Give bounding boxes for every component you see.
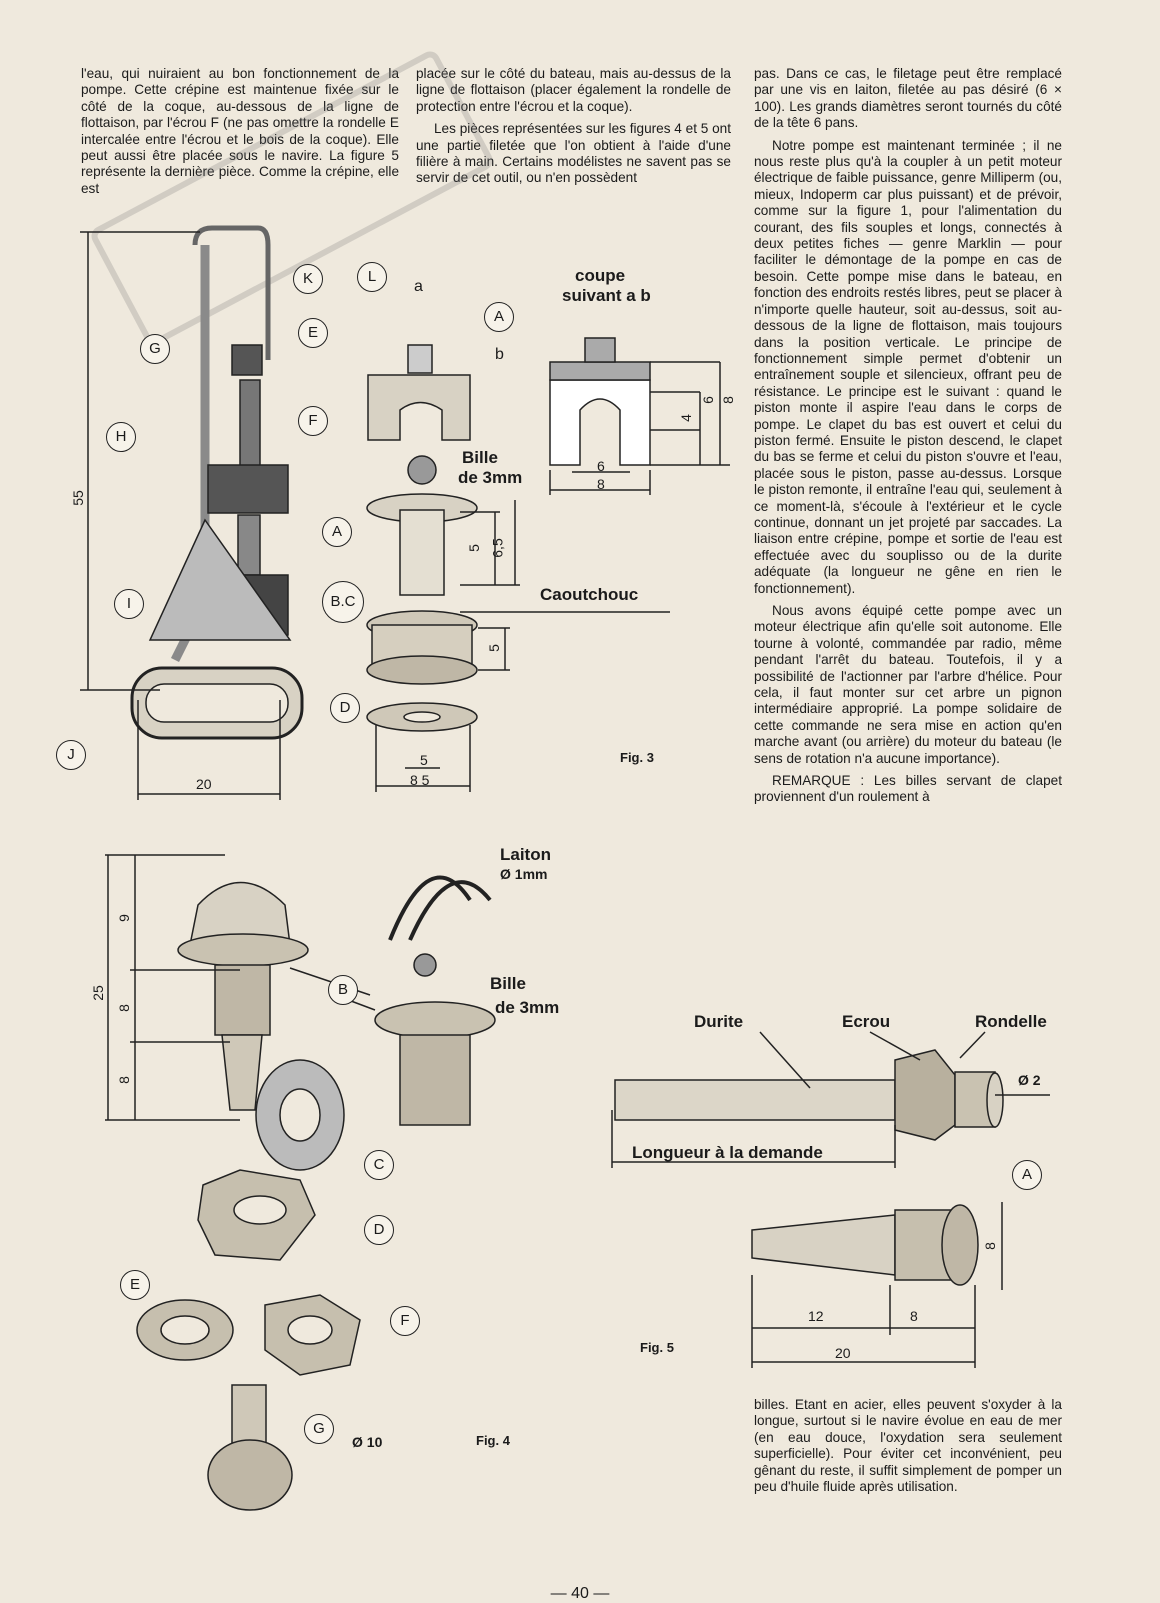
suivant-label: suivant a b	[562, 286, 651, 305]
page-number: — 40 —	[550, 1585, 610, 1602]
dim-10-diameter: Ø 10	[352, 1434, 383, 1450]
marker-bc: B.C	[322, 581, 364, 623]
dim-4: 4	[677, 414, 694, 422]
marker-b: B	[328, 975, 358, 1005]
laiton-label: Laiton	[500, 845, 551, 864]
marker-a: A	[1012, 1160, 1042, 1190]
dim-8: 8	[115, 1076, 132, 1084]
dim-8: 8	[981, 1242, 998, 1250]
marker-c: C	[364, 1150, 394, 1180]
marker-e: E	[298, 318, 328, 348]
text-column-middle: placée sur le côté du bateau, mais au-de…	[416, 66, 731, 193]
paragraph: REMARQUE : Les billes servant de clapet …	[754, 773, 1062, 805]
section-a-label: a	[414, 278, 423, 295]
section-b-label: b	[495, 346, 504, 363]
marker-g: G	[304, 1414, 334, 1444]
dim-8-5: 8 5	[410, 772, 430, 788]
dim-12: 12	[808, 1308, 824, 1324]
marker-d: D	[364, 1215, 394, 1245]
fig4-caption: Fig. 4	[476, 1433, 510, 1448]
marker-h: H	[106, 422, 136, 452]
marker-f: F	[390, 1306, 420, 1336]
bille-size-label: de 3mm	[458, 468, 523, 487]
bille-label: Bille	[490, 974, 526, 993]
marker-k: K	[293, 264, 323, 294]
longueur-label: Longueur à la demande	[632, 1143, 823, 1162]
text-column-right-bottom: billes. Etant en acier, elles peuvent s'…	[754, 1397, 1062, 1501]
dim-8: 8	[719, 396, 736, 404]
paragraph: Les pièces représentées sur les figures …	[416, 121, 731, 186]
coupe-label: coupe	[575, 266, 626, 285]
paragraph: Nous avons équipé cette pompe avec un mo…	[754, 603, 1062, 766]
fig5-caption: Fig. 5	[640, 1340, 674, 1355]
marker-e: E	[120, 1270, 150, 1300]
dim-5: 5	[420, 752, 428, 768]
paragraph: pas. Dans ce cas, le filetage peut être …	[754, 66, 1062, 131]
dim-6: 6	[597, 458, 605, 474]
dim-20: 20	[835, 1345, 851, 1361]
caoutchouc-label: Caoutchouc	[540, 585, 639, 604]
paragraph: Notre pompe est maintenant terminée ; il…	[754, 137, 1062, 596]
dim-5: 5	[465, 544, 482, 552]
dim-20: 20	[196, 776, 212, 792]
marker-l: L	[357, 262, 387, 292]
marker-d: D	[330, 693, 360, 723]
bille-label: Bille	[462, 448, 498, 467]
paragraph: billes. Etant en acier, elles peuvent s'…	[754, 1397, 1062, 1495]
marker-a: A	[322, 517, 352, 547]
text-column-left: l'eau, qui nuiraient au bon fonctionneme…	[81, 66, 399, 203]
dim-9: 9	[115, 914, 132, 922]
dim-2-diameter: Ø 2	[1018, 1072, 1041, 1088]
marker-i: I	[114, 589, 144, 619]
rondelle-label: Rondelle	[975, 1012, 1047, 1031]
dim-55: 55	[69, 490, 86, 506]
dim-8: 8	[597, 476, 605, 492]
dim-5: 5	[485, 644, 502, 652]
ecrou-label: Ecrou	[842, 1012, 891, 1031]
durite-label: Durite	[694, 1012, 744, 1031]
paragraph: placée sur le côté du bateau, mais au-de…	[416, 66, 731, 114]
marker-f: F	[298, 406, 328, 436]
marker-j: J	[56, 740, 86, 770]
fig3-caption: Fig. 3	[620, 750, 654, 765]
text-column-right-top: pas. Dans ce cas, le filetage peut être …	[754, 66, 1062, 812]
dim-8: 8	[115, 1004, 132, 1012]
dim-25: 25	[89, 985, 106, 1001]
dim-8: 8	[910, 1308, 918, 1324]
wire-diameter-label: Ø 1mm	[500, 866, 548, 882]
marker-g: G	[140, 334, 170, 364]
paragraph: l'eau, qui nuiraient au bon fonctionneme…	[81, 66, 399, 196]
marker-a: A	[484, 302, 514, 332]
bille-size-label: de 3mm	[495, 998, 560, 1017]
dim-6-5: 6,5	[489, 538, 506, 558]
dim-6: 6	[699, 396, 716, 404]
